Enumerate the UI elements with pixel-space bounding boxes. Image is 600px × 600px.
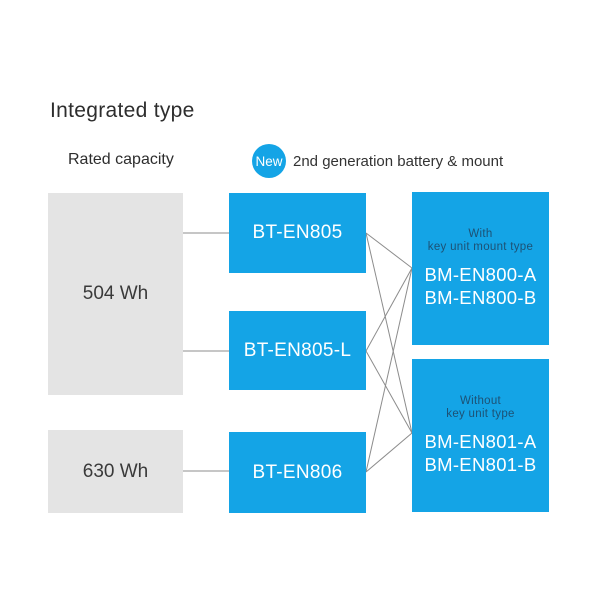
capacity-label: 504 Wh	[82, 283, 149, 304]
mount-note-line2: key unit mount type	[427, 240, 534, 253]
mount-note-line2: key unit type	[446, 407, 515, 420]
battery-box-bt-en805: BT-EN805	[229, 193, 366, 273]
rated-capacity-label: Rated capacity	[68, 151, 174, 168]
mount-model: BM-EN801-B	[424, 454, 537, 475]
mount-box-bm-en801: Without key unit type BM-EN801-A BM-EN80…	[412, 359, 549, 512]
battery-box-bt-en805-l: BT-EN805-L	[229, 311, 366, 390]
mount-note-line1: With	[468, 227, 493, 240]
battery-label: BT-EN805-L	[243, 339, 352, 361]
mount-note-line1: Without	[459, 394, 502, 407]
mount-model: BM-EN800-A	[424, 263, 537, 285]
capacity-box-504wh: 504 Wh	[48, 193, 183, 395]
battery-label: BT-EN805	[252, 222, 343, 243]
mount-model: BM-EN801-A	[424, 430, 537, 452]
battery-label: BT-EN806	[252, 461, 343, 483]
generation-caption: 2nd generation battery & mount	[293, 153, 504, 170]
mount-model: BM-EN800-B	[424, 287, 537, 308]
capacity-box-630wh: 630 Wh	[48, 430, 183, 513]
new-badge: New	[252, 144, 286, 178]
page-title: Integrated type	[50, 99, 195, 122]
battery-box-bt-en806: BT-EN806	[229, 432, 366, 513]
mount-box-bm-en800: With key unit mount type BM-EN800-A BM-E…	[412, 192, 549, 345]
capacity-label: 630 Wh	[82, 460, 149, 482]
